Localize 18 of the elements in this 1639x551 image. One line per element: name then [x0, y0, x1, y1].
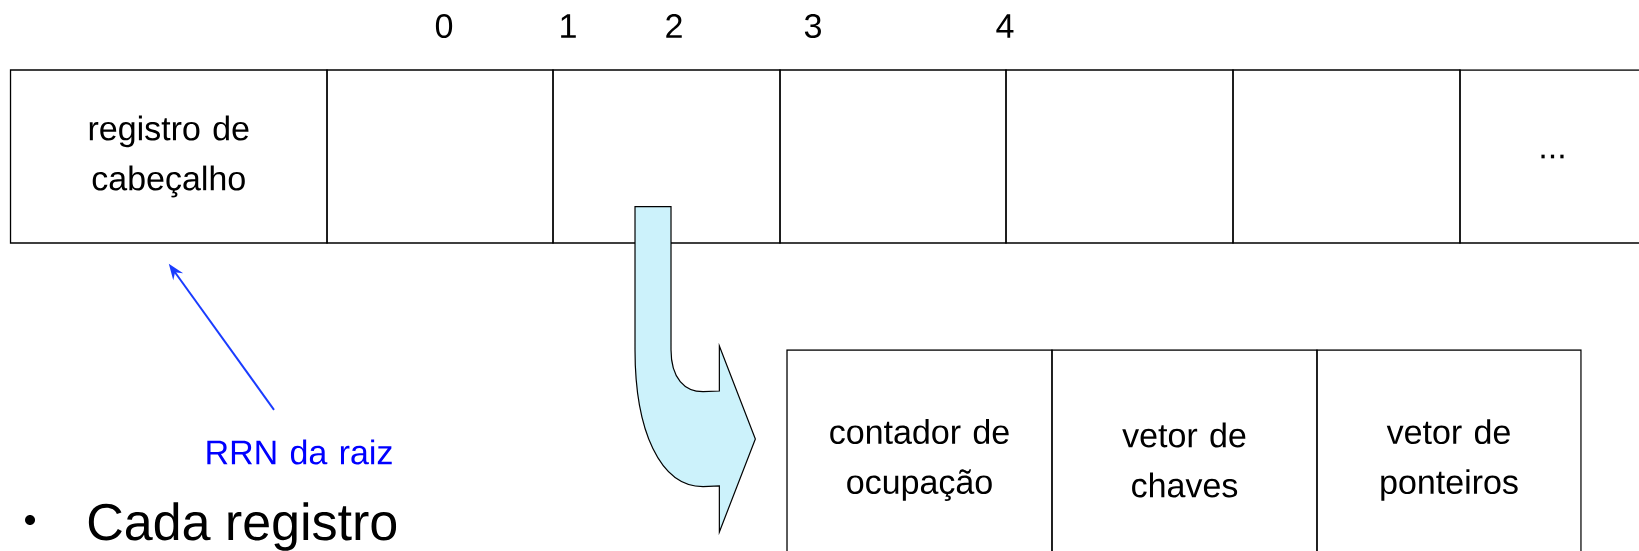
index-number: 4 [996, 14, 1014, 38]
record-cell [779, 69, 1007, 244]
index-number: 3 [804, 13, 821, 39]
record-cell: contador de ocupação [786, 349, 1053, 551]
annotation-text: RRN da raiz [207, 439, 392, 465]
index-number: 0 [435, 13, 453, 39]
record-cell [1005, 69, 1234, 244]
record-cell: registro de cabeçalho [9, 69, 328, 244]
record-cell: vetor de ponteiros [1316, 349, 1582, 551]
block-arrow [634, 206, 756, 533]
record-cell: ... [1459, 69, 1639, 244]
index-number: 2 [666, 14, 682, 38]
bullet-point-text: Cada registro [25, 502, 397, 551]
index-number: 1 [561, 14, 576, 38]
record-cell: vetor de chaves [1051, 349, 1318, 551]
record-cell [552, 69, 781, 244]
record-cell [1232, 69, 1461, 244]
record-cell [326, 69, 554, 244]
